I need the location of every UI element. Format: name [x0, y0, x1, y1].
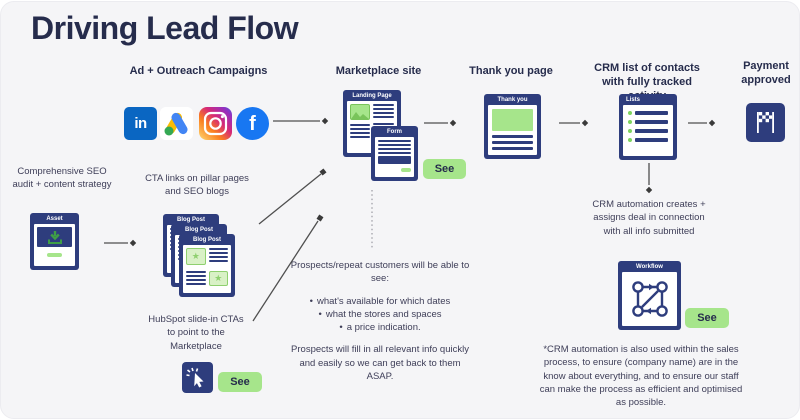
form-submit-pill — [401, 168, 411, 172]
prospects-outro: Prospects will fill in all relevant info… — [291, 344, 469, 383]
linkedin-icon[interactable]: in — [124, 107, 157, 140]
hubspot-note: HubSpot slide-in CTAs to point to the Ma… — [148, 314, 244, 352]
prospects-intro: Prospects/repeat customers will be able … — [290, 260, 470, 285]
arrowhead — [449, 119, 457, 127]
bullet-item: what's available for which dates — [317, 295, 451, 307]
see-button-hubspot[interactable]: See — [218, 372, 262, 392]
asset-hero — [37, 227, 72, 247]
workflow-card-title: Workflow — [636, 264, 663, 270]
thank-you-card: Thank you — [484, 94, 541, 159]
download-icon — [47, 230, 62, 244]
arrowhead — [708, 119, 716, 127]
arrowhead — [319, 168, 327, 176]
facebook-glyph: f — [249, 113, 256, 135]
see-button-workflow[interactable]: See — [685, 308, 729, 328]
asset-card-title: Asset — [46, 216, 63, 222]
linkedin-glyph: in — [134, 115, 147, 132]
see-button-marketplace[interactable]: See — [423, 159, 466, 179]
page-title: Driving Lead Flow — [31, 10, 299, 46]
landing-page-title: Landing Page — [352, 93, 392, 99]
bullet-item: what the stores and spaces — [325, 308, 442, 320]
form-field — [378, 156, 411, 164]
blog-post-title: Blog Post — [193, 237, 221, 243]
crm-automation-note: CRM automation creates + assigns deal in… — [592, 199, 706, 237]
workflow-card: Workflow — [618, 261, 681, 330]
thank-you-banner — [492, 109, 533, 131]
facebook-icon[interactable]: f — [236, 107, 269, 140]
form-card-title: Form — [387, 129, 402, 135]
prospects-bullets: what's available for which dates what th… — [290, 295, 470, 335]
image-placeholder-icon — [350, 104, 370, 120]
star-tile-icon: ★ — [208, 271, 228, 286]
crm-footnote: *CRM automation is also used within the … — [539, 344, 743, 409]
thank-you-card-title: Thank you — [497, 97, 528, 103]
header-payment: Payment approved — [741, 60, 791, 86]
asset-card: Asset — [30, 213, 79, 270]
header-marketplace: Marketplace site — [335, 65, 422, 77]
lists-card-title: Lists — [626, 97, 641, 103]
arrow-cta-to-marketplace — [258, 173, 322, 225]
arrowhead — [321, 117, 329, 125]
click-cursor-icon — [182, 362, 213, 398]
arrowhead — [316, 214, 324, 222]
arrowhead — [645, 186, 653, 194]
star-tile-icon: ★ — [186, 248, 206, 265]
crm-lists-card: Lists — [619, 94, 677, 160]
blog-post-title: Blog Post — [185, 227, 213, 233]
blog-post-title: Blog Post — [177, 217, 205, 223]
blog-post-card-front: Blog Post ★ ★ — [179, 234, 235, 297]
checkered-flag-icon — [746, 103, 785, 147]
form-card: Form — [371, 126, 418, 181]
workflow-diagram-icon — [631, 281, 668, 317]
prospects-block: Prospects/repeat customers will be able … — [290, 259, 470, 383]
arrowhead — [581, 119, 589, 127]
header-ad-outreach: Ad + Outreach Campaigns — [129, 65, 268, 77]
cta-note: CTA links on pillar pages and SEO blogs — [145, 173, 249, 198]
seo-note: Comprehensive SEO audit + content strate… — [12, 166, 112, 191]
bullet-item: a price indication. — [346, 322, 421, 334]
asset-pill — [47, 253, 62, 257]
header-thankyou: Thank you page — [469, 65, 553, 77]
arrowhead — [129, 239, 137, 247]
instagram-icon[interactable] — [199, 107, 232, 140]
google-ads-icon[interactable] — [160, 107, 193, 140]
